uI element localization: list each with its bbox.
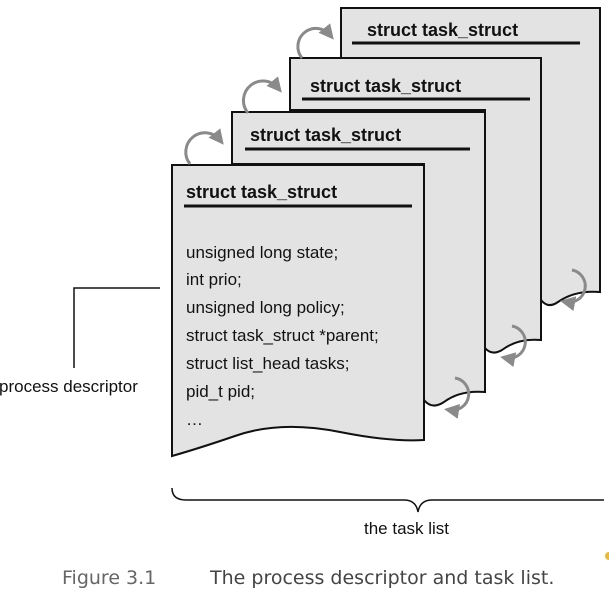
card-4-title: struct task_struct	[367, 20, 518, 40]
next-arrow-1	[444, 376, 471, 419]
field-tasks: struct list_head tasks;	[186, 354, 349, 373]
field-ellipsis: …	[186, 410, 203, 429]
card-2-title: struct task_struct	[250, 125, 401, 145]
field-parent: struct task_struct *parent;	[186, 326, 379, 345]
task-struct-card-1: struct task_struct unsigned long state; …	[171, 164, 425, 458]
prev-arrow-2	[241, 76, 282, 114]
field-policy: unsigned long policy;	[186, 298, 345, 317]
caption-text: The process descriptor and task list.	[209, 567, 554, 589]
next-arrow-3	[560, 268, 587, 312]
task-list-brace: the task list	[171, 487, 604, 538]
card-1-title: struct task_struct	[186, 182, 337, 202]
process-descriptor-leader	[73, 287, 160, 368]
prev-arrows	[184, 23, 334, 165]
next-arrows	[444, 268, 587, 419]
field-state: unsigned long state;	[186, 243, 338, 262]
field-pid: pid_t pid;	[186, 382, 255, 401]
caption-number: Figure 3.1	[62, 567, 156, 589]
accent-dot	[605, 552, 609, 560]
field-prio: int prio;	[186, 270, 242, 289]
card-3-title: struct task_struct	[310, 76, 461, 96]
task-struct-card-2: struct task_struct	[231, 111, 486, 407]
task-list-label: the task list	[364, 519, 449, 538]
prev-arrow-1	[184, 128, 224, 165]
prev-arrow-3	[296, 23, 334, 59]
process-descriptor-callout: process descriptor	[0, 287, 160, 396]
figure-caption: Figure 3.1 The process descriptor and ta…	[62, 567, 554, 589]
process-descriptor-label: process descriptor	[0, 377, 138, 396]
next-arrow-2	[500, 324, 527, 368]
